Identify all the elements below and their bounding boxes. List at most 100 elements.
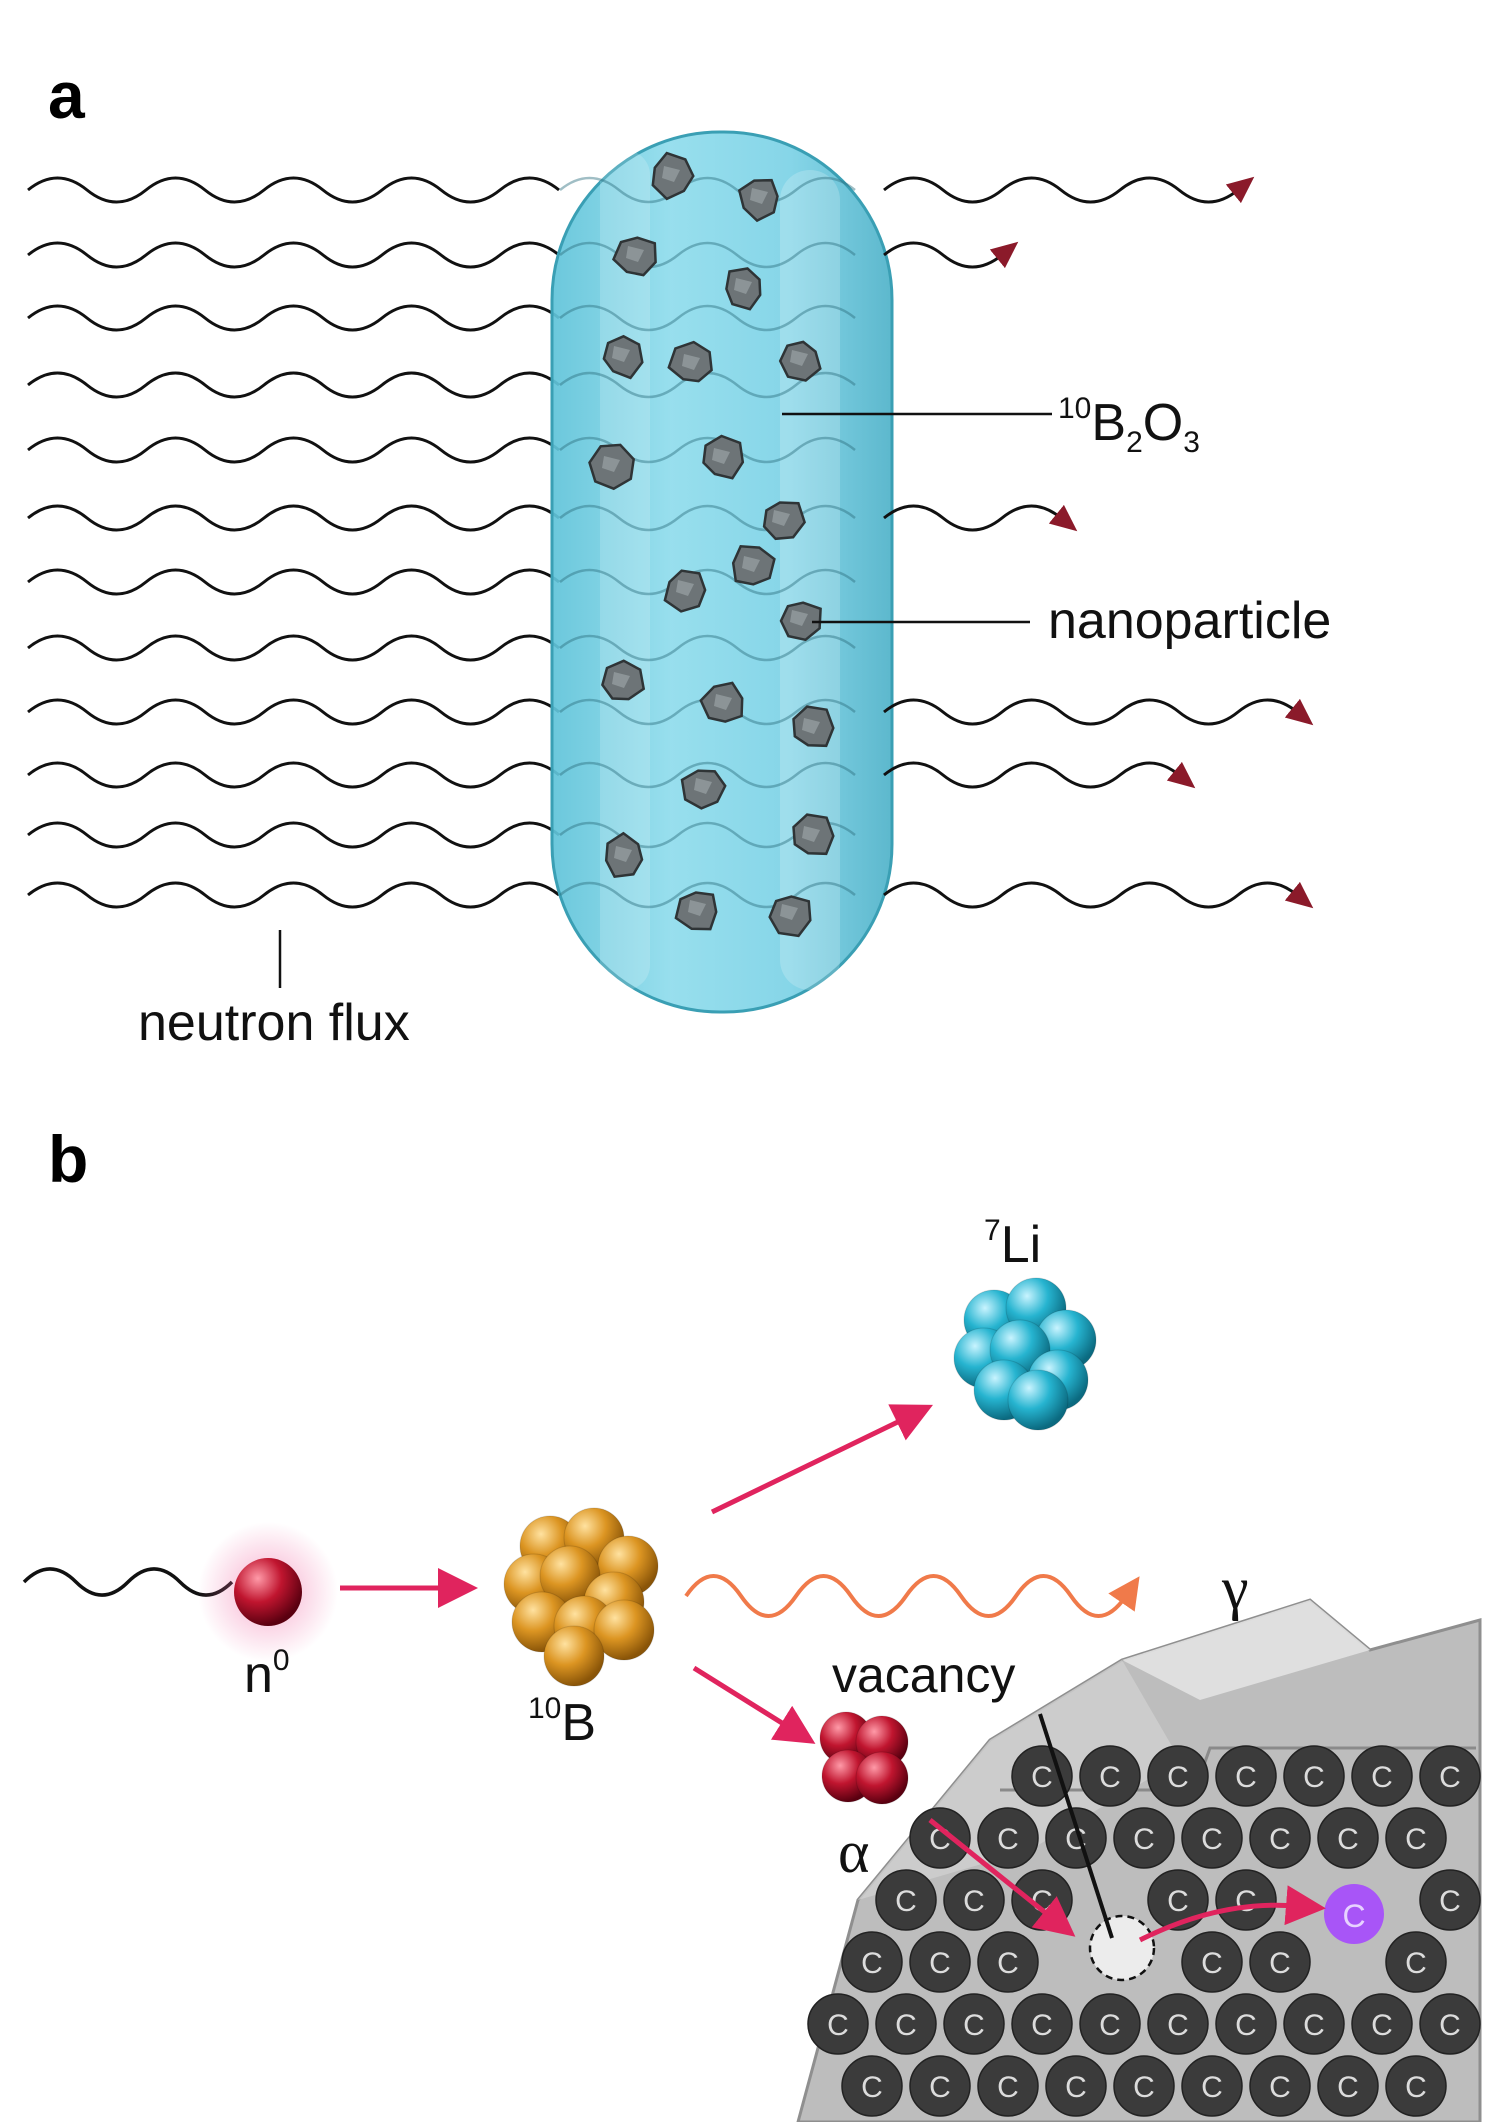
compound-oxygen: O — [1143, 394, 1183, 452]
internal-wave — [559, 304, 856, 332]
nanoparticle-facet — [682, 354, 700, 370]
carbon-atom-symbol: C — [963, 1885, 985, 1918]
exiting-wave — [883, 504, 1078, 532]
carbon-atom — [1351, 1993, 1413, 2055]
nanoparticle-facet — [714, 694, 732, 710]
carbon-atom-symbol: C — [1235, 1885, 1257, 1918]
carbon-atom — [1249, 1807, 1311, 1869]
nanoparticle-facet — [612, 672, 630, 688]
carbon-atom — [1385, 1931, 1447, 1993]
nanoparticle-facet — [790, 350, 808, 366]
carbon-atom — [1147, 1869, 1209, 1931]
carbon-atom — [1385, 1807, 1447, 1869]
nanoparticle-facet — [614, 846, 632, 862]
incoming-wave — [27, 304, 560, 332]
nanoparticle-facet — [750, 188, 768, 204]
carbon-atom — [1317, 1807, 1379, 1869]
internal-wave — [559, 568, 856, 596]
carbon-atom — [909, 2055, 971, 2117]
carbon-atom-symbol: C — [895, 2009, 917, 2042]
lithium-isotope-sup: 7 — [984, 1214, 1001, 1247]
nanoparticle-facet — [676, 580, 694, 596]
carbon-atom-symbol: C — [1439, 1885, 1461, 1918]
boron-symbol: B — [561, 1694, 596, 1752]
carbon-atom — [1317, 2055, 1379, 2117]
nanoparticle-facet — [688, 900, 706, 916]
neutron-label: n0 — [244, 1644, 290, 1704]
carbon-atom — [1351, 1745, 1413, 1807]
incoming-wave — [27, 241, 560, 269]
alpha-particle — [819, 1711, 909, 1805]
incoming-wave — [27, 176, 560, 204]
alpha-label: α — [838, 1819, 869, 1885]
neutron-symbol: n — [244, 1646, 273, 1704]
carbon-atom-symbol: C — [1405, 1947, 1427, 1980]
boron-to-lithium-arrow — [710, 1404, 933, 1515]
nanoparticles — [588, 151, 835, 938]
lithium-7-nucleus — [953, 1277, 1097, 1431]
nucleon — [593, 1599, 655, 1661]
carbon-atom — [1045, 1807, 1107, 1869]
carbon-atom-symbol: C — [997, 1823, 1019, 1856]
panel-a-letter: a — [48, 58, 86, 132]
nanoparticle-facet — [626, 246, 644, 262]
carbon-atom-symbol: C — [1031, 2009, 1053, 2042]
incoming-wave — [27, 881, 560, 909]
carbon-atom-symbol: C — [997, 2071, 1019, 2104]
carbon-atom — [875, 1869, 937, 1931]
carbon-atom-symbol: C — [1235, 2009, 1257, 2042]
compound-boron: B — [1091, 394, 1126, 452]
vacancy-site — [1088, 1914, 1156, 1982]
incoming-wave — [27, 371, 560, 399]
carbon-atom — [977, 2055, 1039, 2117]
carbon-atom — [1181, 1807, 1243, 1869]
nanoparticle-facet — [780, 904, 798, 920]
internal-wave — [559, 881, 856, 909]
carbon-atom — [1011, 1993, 1073, 2055]
internal-wave — [559, 241, 856, 269]
gamma-wave — [684, 1574, 1140, 1618]
carbon-atom-symbol: C — [1269, 1947, 1291, 1980]
carbon-atom-symbol: C — [929, 1947, 951, 1980]
carbon-atom — [875, 1993, 937, 2055]
exiting-wave — [883, 241, 1019, 269]
incoming-neutron-wave — [22, 1567, 234, 1597]
carbon-atom-symbol: C — [1201, 2071, 1223, 2104]
boron-label: 10B — [528, 1692, 596, 1752]
nanoparticle-facet — [802, 826, 820, 842]
nucleon — [855, 1751, 909, 1805]
vacancy-leader-line — [1038, 1713, 1114, 1939]
exiting-wave — [883, 761, 1196, 789]
carbon-atom-symbol: C — [1133, 2071, 1155, 2104]
knock-on-arrow — [1138, 1885, 1326, 1943]
carbon-atom — [1419, 1993, 1481, 2055]
carbon-atom-symbol: C — [1303, 2009, 1325, 2042]
carbon-atom — [943, 1869, 1005, 1931]
nanoparticle-facet — [790, 610, 808, 626]
carbon-atom-symbol: C — [1405, 1823, 1427, 1856]
internal-wave — [559, 634, 856, 662]
nanoparticle-label: nanoparticle — [1048, 592, 1331, 650]
incoming-wave — [27, 504, 560, 532]
carbon-atom-symbol: C — [1269, 1823, 1291, 1856]
neutron-charge-sup: 0 — [273, 1644, 290, 1677]
incoming-wave — [27, 568, 560, 596]
carbon-atom-symbol: C — [1031, 1761, 1053, 1794]
nanoparticle-facet — [694, 778, 712, 794]
carbon-atom — [1079, 1745, 1141, 1807]
boron-10-nucleus — [503, 1507, 659, 1687]
carbon-atom — [1113, 2055, 1175, 2117]
incoming-wave — [27, 761, 560, 789]
attenuated-waves — [559, 176, 856, 909]
alpha-to-vacancy-arrow — [928, 1818, 1076, 1937]
carbon-atom-symbol: C — [963, 2009, 985, 2042]
carbon-atom — [1283, 1993, 1345, 2055]
nanoparticle-facet — [802, 718, 820, 734]
transmitted-waves — [883, 176, 1314, 909]
carbon-atom — [909, 1931, 971, 1993]
carbon-atom-symbol: C — [1371, 1761, 1393, 1794]
displaced-carbon-atom — [1324, 1884, 1384, 1944]
carbon-atom-symbol: C — [1371, 2009, 1393, 2042]
